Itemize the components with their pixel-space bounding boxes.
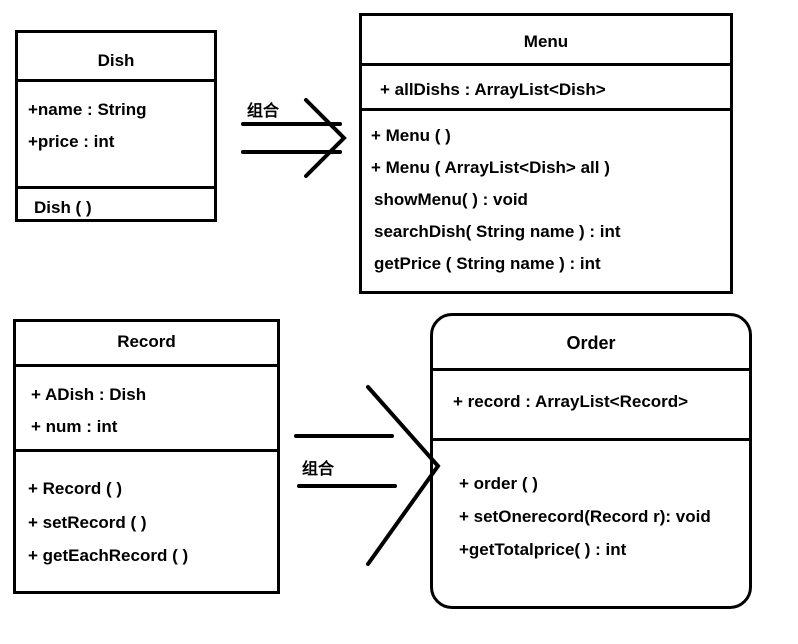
- menu-method: + Menu ( ArrayList<Dish> all ): [371, 158, 610, 177]
- menu-method: getPrice ( String name ) : int: [374, 254, 601, 273]
- class-menu-header: Menu: [362, 16, 730, 63]
- relation-label-record-order: 组合: [302, 461, 335, 478]
- class-menu-attributes: + allDishs : ArrayList<Dish>: [362, 63, 730, 108]
- class-record-name: Record: [117, 332, 176, 351]
- class-record-methods: + Record ( ) + setRecord ( ) + getEachRe…: [16, 449, 277, 591]
- dish-method: Dish ( ): [34, 198, 92, 217]
- record-method: + Record ( ): [28, 479, 122, 498]
- order-method: + setOnerecord(Record r): void: [459, 507, 711, 526]
- composition-arrow-record-order: [294, 385, 441, 566]
- class-record: Record + ADish : Dish + num : int + Reco…: [13, 319, 280, 594]
- class-menu-name: Menu: [523, 32, 569, 51]
- class-order-attributes: + record : ArrayList<Record>: [433, 368, 749, 438]
- menu-method: showMenu( ) : void: [374, 190, 528, 209]
- class-menu-methods: + Menu ( ) + Menu ( ArrayList<Dish> all …: [362, 108, 730, 291]
- class-order: Order + record : ArrayList<Record> + ord…: [430, 313, 752, 609]
- class-order-header: Order: [433, 316, 749, 368]
- dish-attribute: +price : int: [28, 132, 115, 151]
- order-method: + order ( ): [459, 474, 538, 493]
- class-record-header: Record: [16, 322, 277, 364]
- class-dish-attributes: +name : String +price : int: [18, 79, 214, 186]
- class-record-attributes: + ADish : Dish + num : int: [16, 364, 277, 449]
- menu-method: + Menu ( ): [371, 126, 451, 145]
- dish-attribute: +name : String: [28, 100, 147, 119]
- class-dish: Dish +name : String +price : int Dish ( …: [15, 30, 217, 222]
- class-order-name: Order: [566, 333, 616, 353]
- class-dish-name: Dish: [97, 51, 135, 70]
- class-dish-header: Dish: [18, 33, 214, 79]
- menu-attribute: + allDishs : ArrayList<Dish>: [380, 80, 606, 99]
- record-method: + getEachRecord ( ): [28, 546, 189, 565]
- class-dish-methods: Dish ( ): [18, 186, 214, 219]
- record-attribute: + num : int: [31, 417, 118, 436]
- relation-label-dish-menu: 组合: [247, 103, 280, 120]
- record-attribute: + ADish : Dish: [31, 385, 147, 404]
- class-order-methods: + order ( ) + setOnerecord(Record r): vo…: [433, 438, 749, 606]
- menu-method: searchDish( String name ) : int: [374, 222, 621, 241]
- composition-arrow-dish-menu: [241, 98, 347, 178]
- class-menu: Menu + allDishs : ArrayList<Dish> + Menu…: [359, 13, 733, 294]
- record-method: + setRecord ( ): [28, 513, 147, 532]
- order-method: +getTotalprice( ) : int: [459, 540, 627, 559]
- order-attribute: + record : ArrayList<Record>: [453, 392, 689, 411]
